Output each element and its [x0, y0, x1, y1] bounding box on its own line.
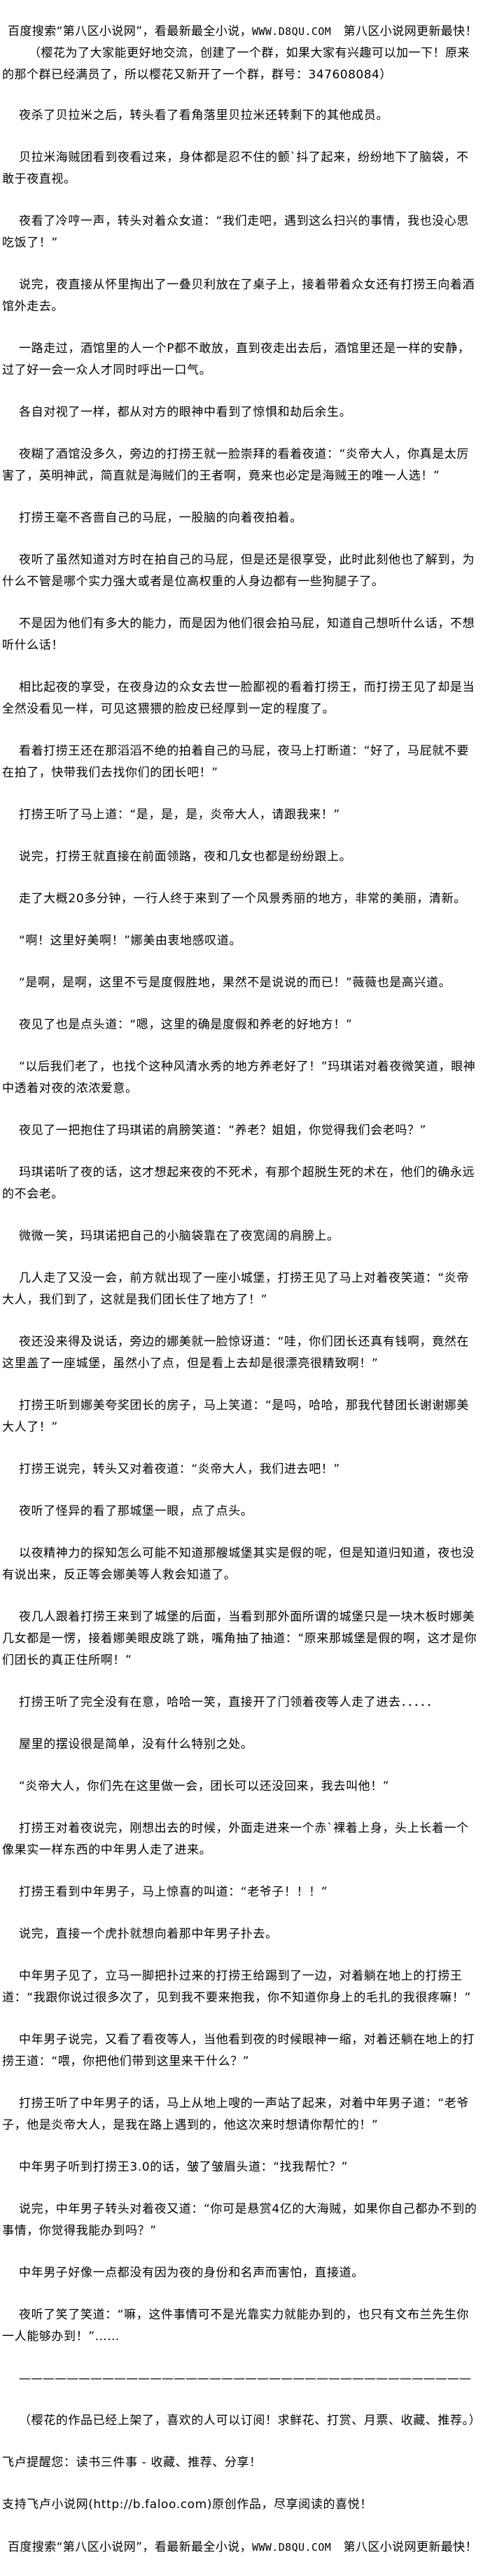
top-site-banner: 百度搜索“第八区小说网”，看最新最全小说，WWW.D8QU.COM 第八区小说网…	[2, 21, 479, 43]
reading-reminder: 飞卢提醒您：读书三件事 - 收藏、推荐、分享！	[2, 2456, 262, 2470]
story-paragraph: “炎帝大人，你们先在这里做一会，团长可以还没回来，我去叫他！”	[19, 1779, 390, 1793]
story-paragraph: 打捞王听了完全没有在意，哈哈一笑，直接开了门领着夜等人走了进去．．．．．	[19, 1695, 439, 1709]
story-paragraph: 夜见了一把抱住了玛琪诺的肩膀笑道：“养老？姐姐，你觉得我们会老吗？”	[19, 1124, 427, 1138]
banner-prefix: 百度搜索“第八区小说网”，看最新最全小说，	[8, 24, 253, 38]
group-notice: （樱花为了大家能更好地交流，创建了一个群，如果大家有兴趣可以加一下！原来的那个群…	[2, 46, 470, 82]
story-paragraph: 各自对视了一样，都从对方的眼神中看到了惊惧和劫后余生。	[19, 405, 352, 419]
story-paragraph: 微微一笑，玛琪诺把自己的小脑袋靠在了夜宽阔的肩膀上。	[19, 1229, 340, 1243]
story-paragraph: 中年男子听到打捞王3.0的话，皱了皱眉头道：“找我帮忙？”	[19, 2160, 349, 2174]
banner-suffix: 第八区小说网更新最快！	[331, 2540, 477, 2554]
chapter-body: 夜杀了贝拉米之后，转头看了看角落里贝拉米还转剩下的其他成员。贝拉米海贼团看到夜看…	[2, 105, 479, 2348]
story-paragraph: 打捞王说完，转头又对着夜道：“炎帝大人，我们进去吧！”	[19, 1462, 340, 1476]
story-paragraph: 夜杀了贝拉米之后，转头看了看角落里贝拉米还转剩下的其他成员。	[19, 108, 388, 122]
story-paragraph: 夜见了也是点头道：“嗯，这里的确是度假和养老的好地方！”	[19, 1018, 353, 1032]
story-paragraph: 说完，夜直接从怀里掏出了一叠贝利放在了桌子上，接着带着众女还有打捞王向着酒馆外走…	[2, 278, 475, 314]
story-paragraph: 不是因为他们有多大的能力，而是因为他们很会拍马屁，知道自己想听什么话，不想听什么…	[2, 617, 475, 652]
story-paragraph: “啊！这里好美啊！”娜美由衷地感叹道。	[19, 934, 242, 948]
story-paragraph: 打捞王听了中年男子的话，马上从地上嗖的一声站了起来，对着中年男子道：“老爷子，他…	[2, 2096, 470, 2132]
story-paragraph: 说完，打捞王就直接在前面领路，夜和几女也都是纷纷跟上。	[19, 850, 352, 864]
divider-line: ——————————————————————————————————————	[19, 2372, 471, 2386]
banner-prefix: 百度搜索“第八区小说网”，看最新最全小说，	[8, 2540, 253, 2554]
story-paragraph: “以后我们老了，也找个这种风清水秀的地方养老好了！”玛琪诺对着夜微笑道，眼神中透…	[2, 1060, 476, 1096]
story-paragraph: 以夜精神力的探知怎么可能不知道那艘城堡其实是假的呢，但是知道归知道，夜也没有说出…	[2, 1546, 475, 1582]
story-paragraph: 一路走过，酒馆里的人一个P都不敢放，直到夜走出去后，酒馆里还是一样的安静，过了好…	[2, 342, 470, 377]
story-paragraph: 打捞王对着夜说完，刚想出去的时候，外面走进来一个赤`裸着上身，头上长着一个像果实…	[2, 1821, 469, 1857]
story-paragraph: 打捞王看到中年男子，马上惊喜的叫道：“老爷子！！！”	[19, 1885, 328, 1899]
author-note: （樱花的作品已经上架了，喜欢的人可以订阅！求鲜花、打赏、月票、收藏、推荐。）	[19, 2414, 482, 2428]
support-notice: 支持飞卢小说网(http://b.faloo.com)原创作品，尽享阅读的喜悦！	[2, 2498, 372, 2512]
banner-suffix: 第八区小说网更新最快！	[331, 24, 477, 38]
banner-url-link[interactable]: WWW.D8QU.COM	[252, 2541, 332, 2554]
story-paragraph: 相比起夜的享受，在夜身边的众女去世一脸鄙视的看着打捞王，而打捞王见了却是当全然没…	[2, 680, 475, 716]
story-paragraph: 贝拉米海贼团看到夜看过来，身体都是忍不住的颤`抖了起来，纷纷地下了脑袋，不敢于夜…	[2, 150, 469, 186]
story-paragraph: 看着打捞王还在那滔滔不绝的拍着自己的马屁，夜马上打断道：“好了，马屁就不要在拍了…	[2, 744, 470, 780]
story-paragraph: 打捞王听到娜美夸奖团长的房子，马上笑道：“是吗，哈哈，那我代替团长谢谢娜美大人了…	[2, 1399, 470, 1434]
story-paragraph: 夜看了冷哼一声，转头对着众女道：“我们走吧，遇到这么扫兴的事情，我也没心思吃饭了…	[2, 214, 470, 250]
story-paragraph: 玛琪诺听了夜的话，这才想起来夜的不死术，有那个超脱生死的术在，他们的确永远的不会…	[2, 1166, 475, 1201]
story-paragraph: 夜还没来得及说话，旁边的娜美就一脸惊讶道：“哇，你们团长还真有钱啊，竟然在这里盖…	[2, 1335, 470, 1371]
story-paragraph: 说完，直接一个虎扑就想向着那中年男子扑去。	[19, 1927, 278, 1941]
bottom-site-banner: 百度搜索“第八区小说网”，看最新最全小说，WWW.D8QU.COM 第八区小说网…	[2, 2537, 479, 2558]
story-paragraph: 中年男子说完，又看了看夜等人，当他看到夜的时候眼神一缩，对着还躺在地上的打捞王道…	[2, 2033, 475, 2068]
story-paragraph: 夜糊了酒馆没多久，旁边的打捞王就一脸崇拜的看着夜道：“炎帝大人，你真是太厉害了，…	[2, 447, 470, 483]
story-paragraph: 中年男子好像一点都没有因为夜的身份和名声而害怕，直接道。	[19, 2266, 364, 2280]
banner-url-link[interactable]: WWW.D8QU.COM	[252, 25, 332, 38]
story-paragraph: 夜几人跟着打捞王来到了城堡的后面，当看到那外面所谓的城堡只是一块木板时娜美几女都…	[2, 1610, 477, 1667]
story-paragraph: 打捞王毫不吝啬自己的马屁，一股脑的向着夜拍着。	[19, 511, 302, 525]
story-paragraph: 说完，中年男子转头对着夜又道：“你可是悬赏4亿的大海贼，如果你自己都办不到的事情…	[2, 2202, 477, 2238]
story-paragraph: “是啊，是啊，这里不亏是度假胜地，果然不是说说的而已！”薇薇也是高兴道。	[19, 976, 451, 990]
story-paragraph: 中年男子见了，立马一脚把扑过来的打捞王给踢到了一边，对着躺在地上的打捞王道：“我…	[2, 1969, 472, 2005]
story-paragraph: 夜听了笑了笑道：“嘛，这件事情可不是光靠实力就能办到的，也只有文布兰先生你一人能…	[2, 2308, 470, 2344]
story-paragraph: 夜听了虽然知道对方时在拍自己的马屁，但是还是很享受，此时此刻他也了解到，为什么不…	[2, 553, 475, 589]
story-paragraph: 夜听了怪异的看了那城堡一眼，点了点头。	[19, 1504, 253, 1518]
story-paragraph: 打捞王听了马上道：“是，是，是，炎帝大人，请跟我来！”	[19, 808, 340, 822]
story-paragraph: 几人走了又没一会，前方就出现了一座小城堡，打捞王见了马上对着夜笑道：“炎帝大人，…	[2, 1271, 470, 1307]
story-paragraph: 走了大概20多分钟，一行人终于来到了一个风景秀丽的地方，非常的美丽，清新。	[19, 892, 466, 906]
story-paragraph: 屋里的摆设很是简单，没有什么特别之处。	[19, 1737, 253, 1751]
